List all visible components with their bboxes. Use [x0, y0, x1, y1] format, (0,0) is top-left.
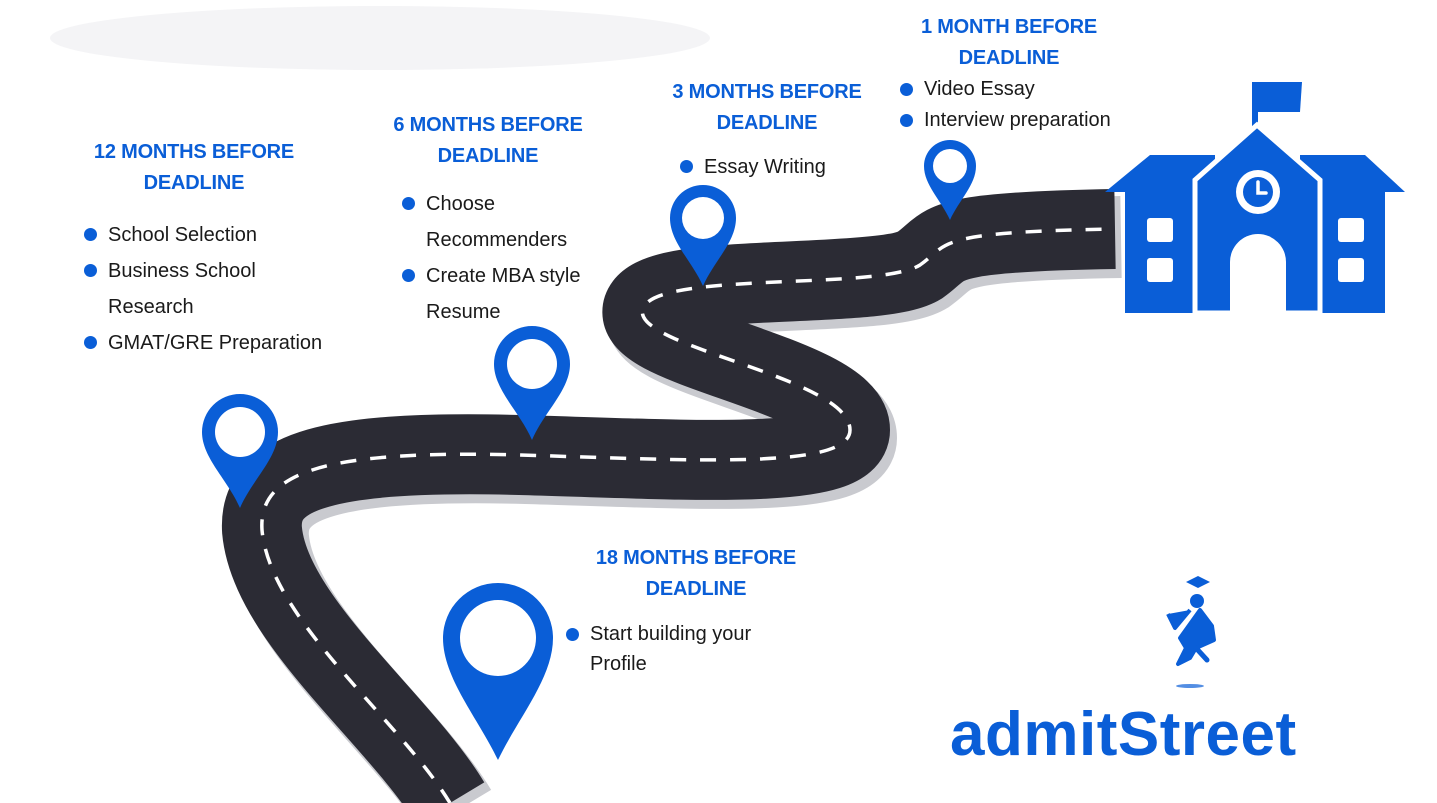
milestone-heading: 1 MONTH BEFORE DEADLINE	[920, 16, 1098, 69]
graduate-icon	[1166, 576, 1216, 688]
bullet-icon	[402, 197, 415, 210]
bullet-icon	[84, 228, 97, 241]
list-item: Business School Research	[84, 253, 322, 325]
list-item: School Selection	[84, 217, 322, 253]
map-pin-icon	[670, 185, 736, 286]
bullet-icon	[900, 83, 913, 96]
map-pin-icon	[202, 394, 278, 508]
list-item-text: Start building your Profile	[590, 623, 752, 675]
milestone-12-months: 12 MONTHS BEFORE DEADLINE School Selecti…	[84, 137, 322, 361]
map-pin-icon	[924, 140, 976, 220]
bullet-icon	[84, 264, 97, 277]
list-item: GMAT/GRE Preparation	[84, 325, 322, 361]
milestone-6-months: 6 MONTHS BEFORE DEADLINE Choose Recommen…	[378, 110, 598, 330]
flag-icon	[1258, 82, 1302, 112]
list-item: Create MBA style Resume	[402, 258, 598, 330]
background-smudge	[50, 6, 710, 70]
list-item-text: Business School Research	[108, 260, 256, 318]
milestone-list: Start building your Profile	[566, 619, 806, 679]
list-item: Video Essay	[900, 74, 1119, 105]
milestone-18-months: 18 MONTHS BEFORE DEADLINE Start building…	[566, 543, 806, 679]
milestone-heading: 6 MONTHS BEFORE DEADLINE	[393, 114, 583, 167]
school-building-icon	[1105, 82, 1405, 316]
map-pin-icon	[494, 326, 570, 440]
bullet-icon	[84, 336, 97, 349]
bullet-icon	[680, 160, 693, 173]
list-item-text: Video Essay	[924, 78, 1035, 100]
map-pin-icon	[443, 582, 553, 760]
list-item-text: Create MBA style Resume	[426, 265, 581, 323]
list-item-text: Interview preparation	[924, 109, 1111, 131]
bullet-icon	[402, 269, 415, 282]
milestone-list: Essay Writing	[680, 149, 877, 185]
bullet-icon	[566, 628, 579, 641]
list-item-text: Choose Recommenders	[426, 193, 568, 251]
milestone-list: Choose Recommenders Create MBA style Res…	[402, 186, 598, 330]
list-item-text: School Selection	[108, 224, 257, 246]
milestone-3-months: 3 MONTHS BEFORE DEADLINE Essay Writing	[657, 77, 877, 185]
list-item-text: GMAT/GRE Preparation	[108, 332, 323, 354]
list-item: Essay Writing	[680, 149, 877, 185]
list-item-text: Essay Writing	[704, 156, 826, 178]
brand-logo-text: admitStreet	[950, 700, 1297, 769]
bullet-icon	[900, 114, 913, 127]
milestone-1-month: 1 MONTH BEFORE DEADLINE Video Essay Inte…	[899, 12, 1119, 136]
milestone-heading: 12 MONTHS BEFORE DEADLINE	[93, 141, 295, 194]
graduation-cap-icon	[1186, 576, 1210, 588]
list-item: Choose Recommenders	[402, 186, 598, 258]
milestone-list: School Selection Business School Researc…	[84, 217, 322, 361]
flag-pole	[1252, 82, 1258, 164]
road-center-line	[260, 227, 1116, 803]
list-item: Start building your Profile	[566, 619, 806, 679]
milestone-heading: 3 MONTHS BEFORE DEADLINE	[672, 81, 862, 134]
milestone-list: Video Essay Interview preparation	[900, 74, 1119, 136]
list-item: Interview preparation	[900, 105, 1119, 136]
milestone-heading: 18 MONTHS BEFORE DEADLINE	[595, 547, 797, 600]
